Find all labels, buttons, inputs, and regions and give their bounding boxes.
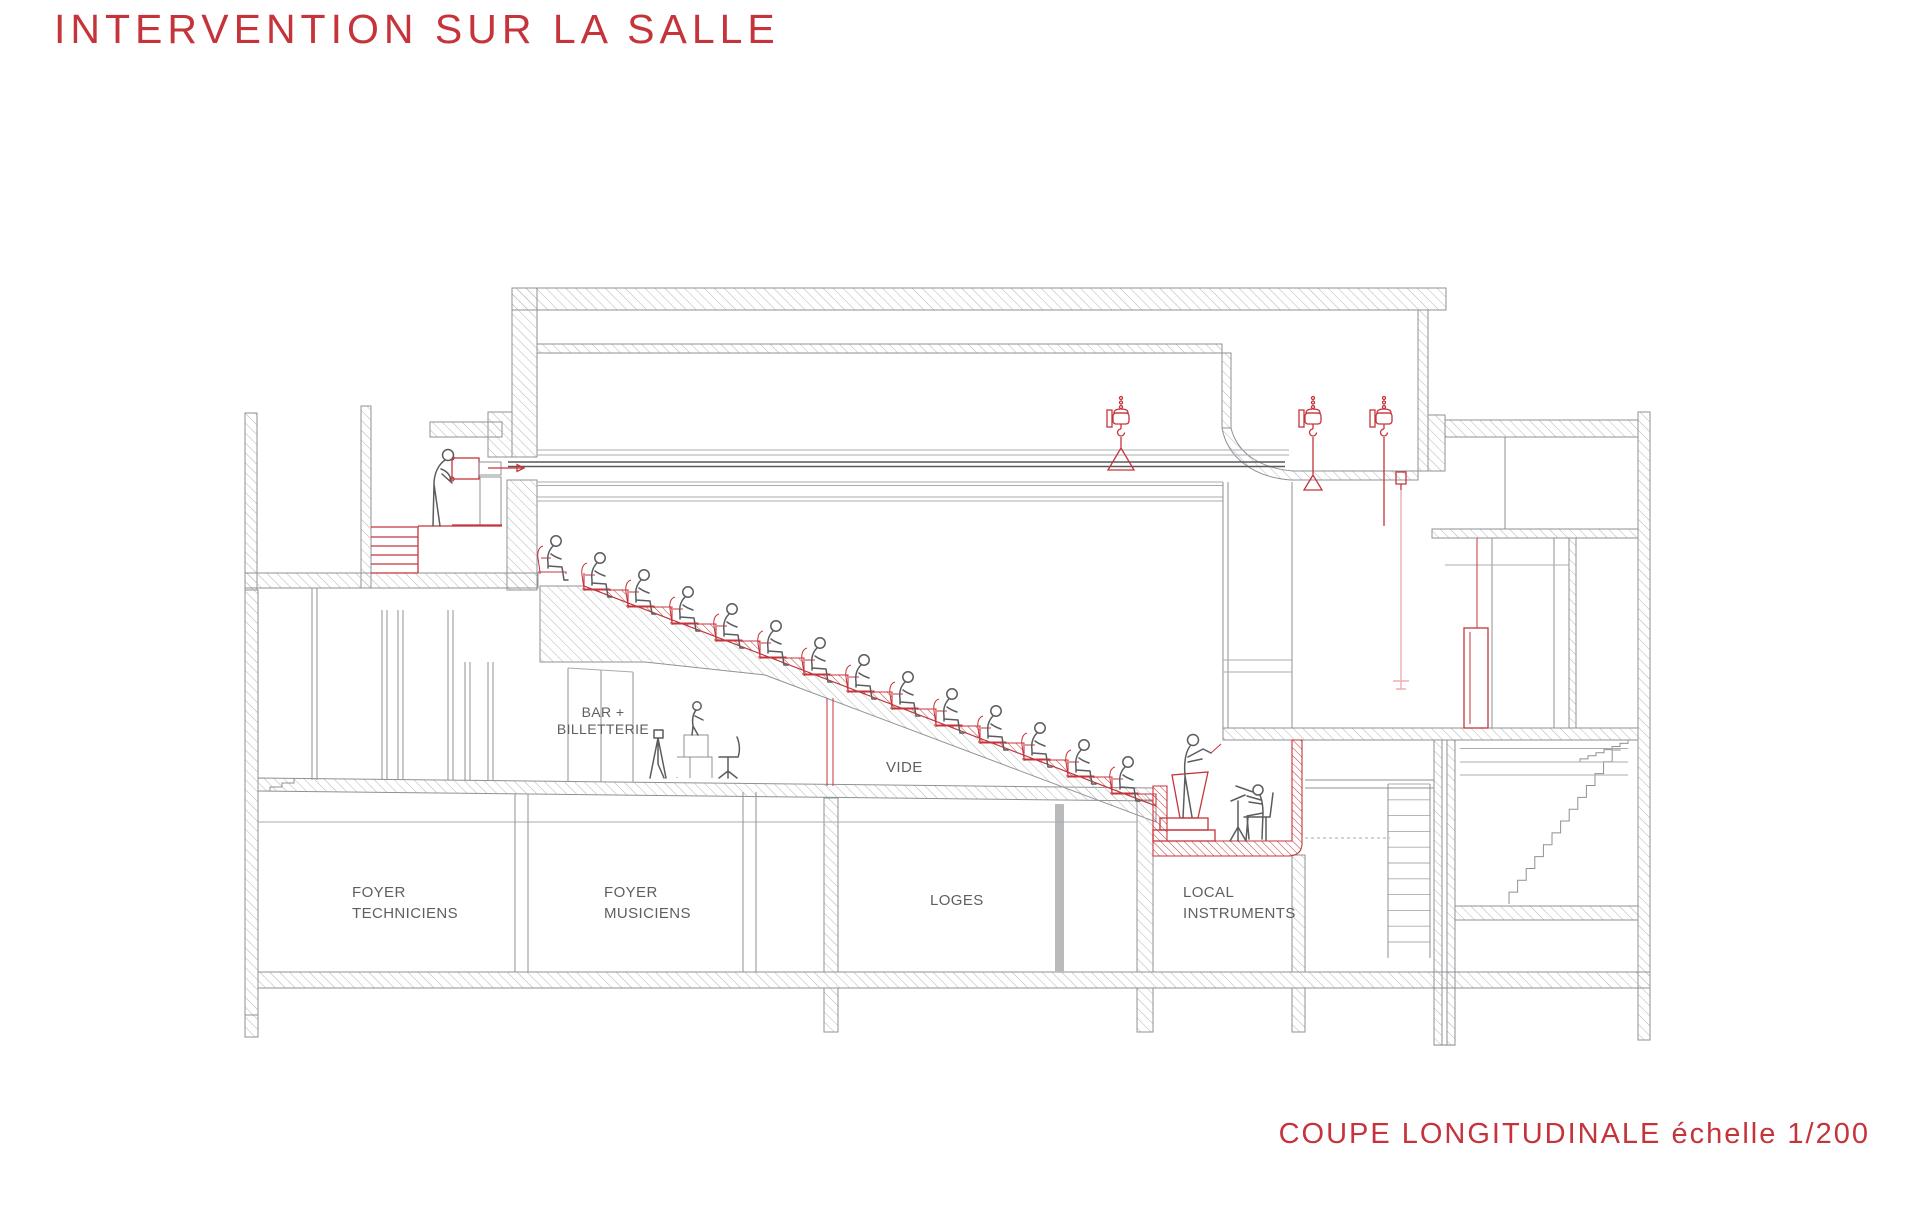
basement-floor-slab bbox=[257, 971, 1651, 989]
hoist-load-triangle bbox=[1302, 437, 1324, 491]
left-terrace-wall bbox=[244, 412, 258, 591]
violin bbox=[1235, 785, 1254, 793]
conductor-icon bbox=[1182, 733, 1222, 819]
chain-hoist-icon bbox=[1106, 395, 1130, 437]
hall-ceiling-slab bbox=[536, 343, 1223, 354]
baton bbox=[1210, 743, 1222, 754]
foundation-stub bbox=[1291, 987, 1306, 1033]
drawing-caption: COUPE LONGITUDINALE échelle 1/200 bbox=[1278, 1118, 1870, 1150]
rigging bbox=[1106, 395, 1409, 690]
booth-steps bbox=[371, 526, 419, 574]
foundation-stub bbox=[823, 987, 839, 1033]
stage-lift-door bbox=[1463, 538, 1489, 729]
label-foyer-techniciens: TECHNICIENS bbox=[352, 905, 458, 922]
label-bar-billetterie: BILLETTERIE bbox=[557, 721, 649, 737]
stage-right-wall-block bbox=[1427, 414, 1446, 472]
building-structure bbox=[244, 287, 1651, 1046]
projection-booth-roof bbox=[429, 421, 503, 438]
label-local-instruments: INSTRUMENTS bbox=[1183, 905, 1296, 922]
chain-hoist-icon bbox=[1298, 395, 1322, 437]
label-vide: VIDE bbox=[886, 759, 923, 776]
hall-left-wall-upper bbox=[511, 287, 538, 458]
foyer-glazing bbox=[311, 588, 494, 780]
label-loges: LOGES bbox=[930, 892, 984, 909]
page-title: INTERVENTION SUR LA SALLE bbox=[54, 6, 780, 52]
annex-inner-wall bbox=[1568, 537, 1577, 729]
platform-figure bbox=[676, 701, 713, 778]
entry-steps bbox=[258, 778, 295, 792]
label-foyer-techniciens: FOYER bbox=[352, 884, 406, 901]
foundation-stub bbox=[1136, 987, 1154, 1033]
booth-floor-slab bbox=[244, 572, 539, 589]
label-bar-billetterie: BAR + bbox=[582, 704, 625, 720]
stage-right-wall-upper bbox=[1417, 309, 1429, 472]
label-foyer-musiciens: MUSICIENS bbox=[604, 905, 691, 922]
label-foyer-musiciens: FOYER bbox=[604, 884, 658, 901]
hall-left-wall-lower bbox=[506, 479, 538, 591]
stairwell-wall-b bbox=[1446, 739, 1456, 1046]
ground-floor-slab bbox=[257, 777, 1154, 802]
basement-wall-loges-right bbox=[1055, 804, 1064, 972]
hoist-load-triangle bbox=[1106, 437, 1136, 471]
projection-direction-arrow bbox=[488, 463, 526, 473]
human-figures bbox=[432, 448, 1274, 842]
annex-roof-slab bbox=[1444, 419, 1639, 438]
basement-wall-loges-left bbox=[823, 797, 839, 973]
annex-mezzanine-slab bbox=[1431, 528, 1639, 539]
tripod-icon bbox=[649, 729, 667, 779]
music-stand-icon bbox=[1229, 794, 1247, 842]
roof-slab bbox=[511, 287, 1447, 311]
violinist-icon bbox=[1235, 784, 1274, 841]
conductor-podium bbox=[1152, 771, 1216, 842]
seated-person-icon bbox=[536, 535, 569, 581]
standing-person-icon bbox=[432, 448, 455, 527]
orchestra-pit bbox=[1152, 739, 1303, 857]
basement-wall-local-left bbox=[1136, 799, 1154, 973]
projection-equipment bbox=[371, 455, 526, 574]
basement-left-wall bbox=[244, 589, 259, 1016]
room-labels: BAR + BILLETTERIE VIDE FOYER TECHNICIENS… bbox=[352, 704, 1296, 922]
stair-flight-lower bbox=[1508, 749, 1621, 904]
ceiling-clamp bbox=[1395, 471, 1407, 490]
ceiling-cove bbox=[1221, 427, 1419, 481]
right-outer-wall bbox=[1637, 411, 1651, 1041]
stair-flight-upper bbox=[1572, 740, 1629, 763]
projection-booth-left-wall bbox=[360, 405, 372, 589]
ceiling-step-wall bbox=[1221, 352, 1232, 429]
drawing-lines bbox=[258, 437, 1629, 972]
chain-hoist-icon bbox=[1369, 395, 1393, 437]
stairwell-wall-a bbox=[1433, 739, 1443, 1046]
under-pit-wall bbox=[1291, 854, 1306, 973]
stage-floor-slab bbox=[1222, 727, 1639, 741]
service-ladder bbox=[1387, 783, 1431, 958]
chair bbox=[1243, 792, 1274, 841]
label-local-instruments: LOCAL bbox=[1183, 884, 1234, 901]
office-chair-icon bbox=[718, 736, 741, 779]
foundation-stub bbox=[244, 1014, 259, 1038]
projector-icon bbox=[451, 457, 480, 480]
stair-landing-slab bbox=[1454, 905, 1639, 921]
